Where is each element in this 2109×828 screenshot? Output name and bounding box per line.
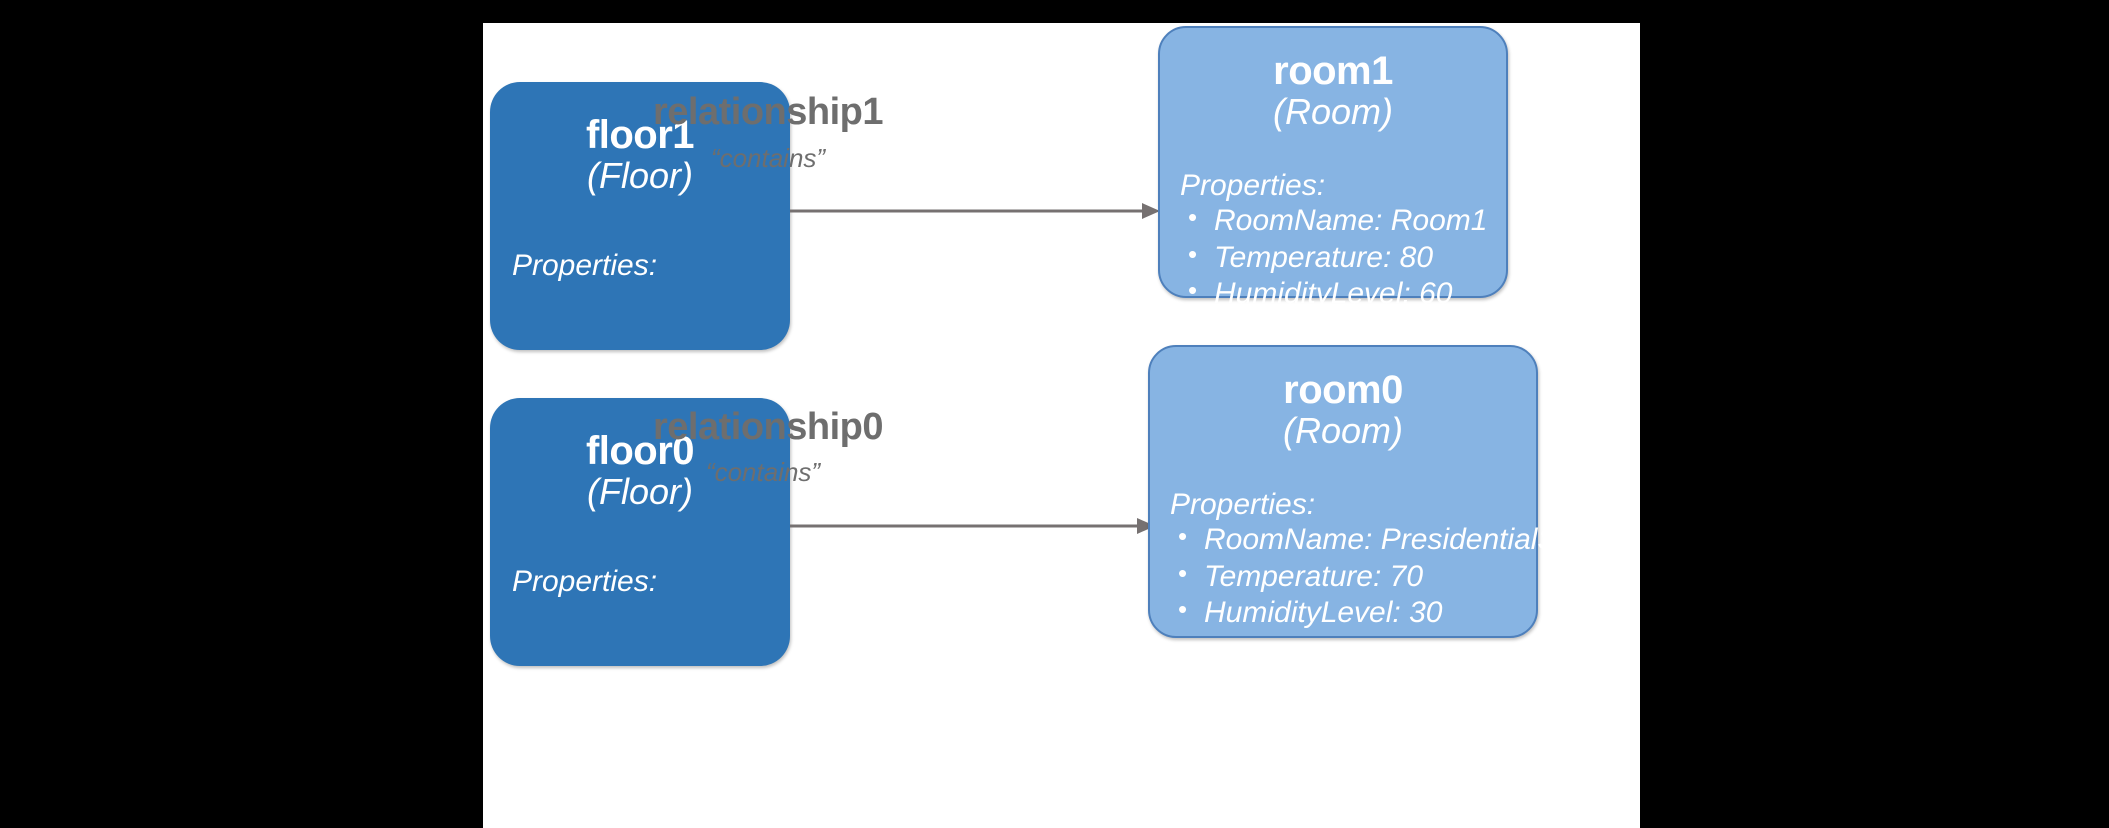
- relationship0-arrow-icon: [790, 518, 1155, 534]
- node-room0-title: room0: [1283, 368, 1403, 412]
- node-room0-property-0: RoomName: PresidentialSuite: [1170, 521, 1606, 559]
- relationship1-arrow-icon: [790, 203, 1160, 219]
- node-room0-properties-list: RoomName: PresidentialSuite Temperature:…: [1170, 521, 1606, 632]
- node-room1[interactable]: room1 (Room) Properties: RoomName: Room1…: [1158, 26, 1508, 310]
- node-room0-property-2: HumidityLevel: 30: [1170, 594, 1536, 632]
- relationship1-kind: “contains”: [710, 143, 826, 173]
- node-room1-type: (Room): [1272, 91, 1393, 132]
- diagram-canvas: floor1 (Floor) Properties: relationship1…: [483, 23, 1640, 828]
- relationship0-name: relationship0: [653, 406, 884, 448]
- node-floor0[interactable]: floor0 (Floor) Properties:: [490, 398, 790, 666]
- node-floor1-properties-label: Properties:: [512, 248, 658, 282]
- node-room1-property-2: HumidityLevel: 60: [1180, 275, 1506, 313]
- node-room0-properties: Properties: RoomName: PresidentialSuite …: [1170, 487, 1606, 632]
- node-floor1[interactable]: floor1 (Floor) Properties:: [490, 82, 790, 350]
- node-room0-property-1: Temperature: 70: [1170, 558, 1536, 596]
- node-floor1-title: floor1: [585, 113, 695, 157]
- node-room1-property-0: RoomName: Room1: [1180, 202, 1506, 240]
- node-room0-type: (Room): [1282, 410, 1403, 451]
- node-room1-properties-label: Properties:: [1180, 168, 1326, 202]
- relationship1-name: relationship1: [653, 91, 884, 133]
- node-room1-property-1: Temperature: 80: [1180, 239, 1506, 277]
- node-room0-properties-label: Properties:: [1170, 487, 1316, 521]
- node-room1-properties: Properties: RoomName: Room1 Temperature:…: [1180, 168, 1506, 313]
- node-floor0-title: floor0: [585, 429, 695, 473]
- node-room1-title: room1: [1273, 49, 1393, 93]
- node-floor0-properties-label: Properties:: [512, 564, 658, 598]
- node-room1-properties-list: RoomName: Room1 Temperature: 80 Humidity…: [1180, 202, 1506, 313]
- node-floor1-type: (Floor): [587, 155, 693, 196]
- node-floor0-type: (Floor): [587, 471, 693, 512]
- node-room0[interactable]: room0 (Room) Properties: RoomName: Presi…: [1148, 345, 1606, 638]
- relationship0-kind: “contains”: [705, 457, 821, 487]
